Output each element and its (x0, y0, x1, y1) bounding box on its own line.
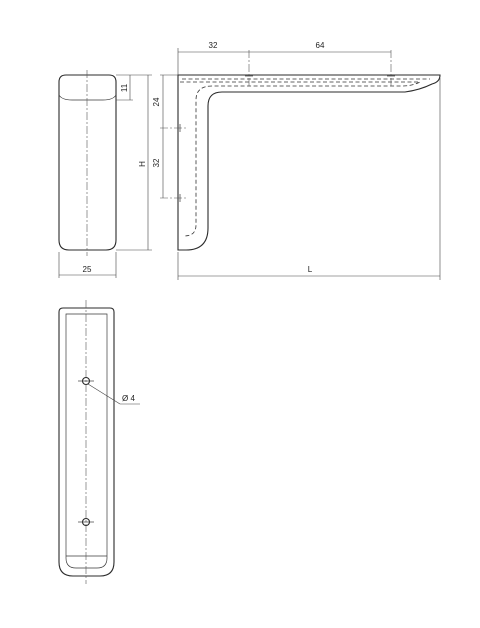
edge-view-top-lip (58, 94, 117, 101)
dim-height-H: H (138, 161, 147, 167)
dim-vertical-32: 32 (152, 158, 161, 167)
hole-leader-line (87, 383, 121, 405)
dim-top-64: 64 (316, 41, 325, 50)
profile-hidden-contour (180, 81, 421, 237)
dim-length-L: L (308, 265, 313, 274)
dim-top-32: 32 (209, 41, 218, 50)
edge-view-outline (58, 74, 117, 251)
profile-outline (177, 74, 441, 251)
dim-hole-diameter: Ø 4 (122, 394, 135, 403)
profile-view: 32 64 24 32 L (152, 41, 441, 280)
backplate-inner-outline (65, 313, 108, 569)
backplate-view: Ø 4 (58, 300, 140, 584)
backplate-outline (58, 307, 115, 577)
dim-width-25: 25 (83, 265, 92, 274)
edge-view: 11 H 25 (58, 70, 152, 278)
dim-lip-11: 11 (120, 83, 129, 92)
dim-vertical-24: 24 (152, 97, 161, 106)
